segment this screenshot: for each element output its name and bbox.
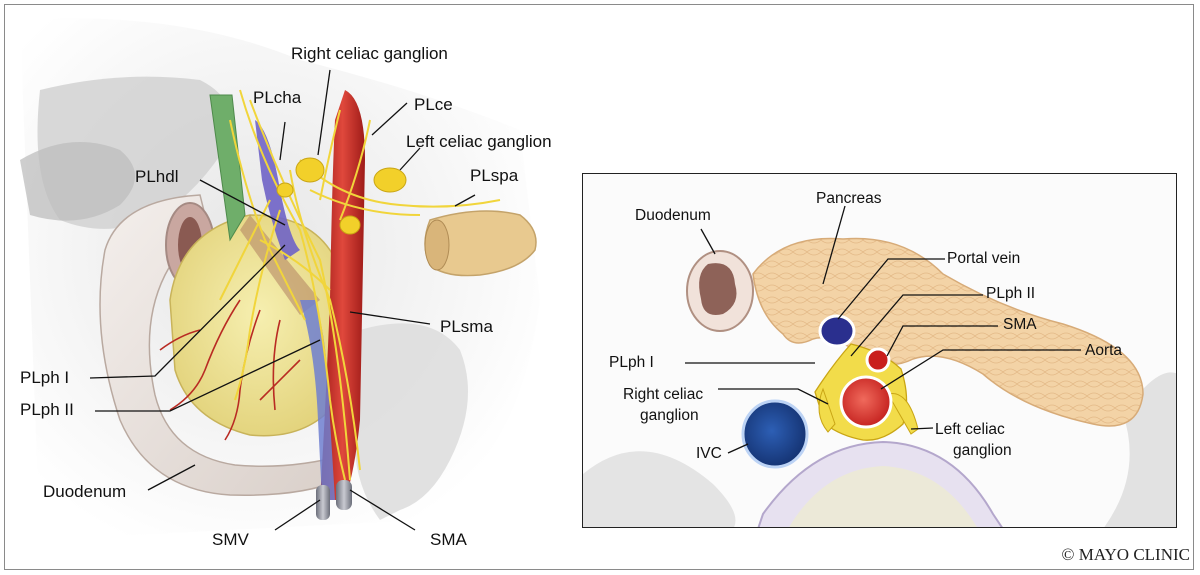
inset-label-sma: SMA — [1003, 316, 1037, 333]
label-plsma: PLsma — [440, 317, 493, 336]
inset-label-plph-1: PLph I — [609, 354, 654, 371]
inset-label-aorta: Aorta — [1085, 342, 1123, 359]
vessels — [209, 90, 365, 520]
ivc-cross — [741, 399, 809, 469]
smv-tube — [316, 485, 330, 520]
sma-cross — [865, 347, 891, 373]
inset-label-left-celiac-ganglion-2: ganglion — [953, 442, 1012, 459]
inset-label-portal-vein: Portal vein — [947, 250, 1021, 267]
label-plcha: PLcha — [253, 88, 302, 107]
aorta-shape — [320, 90, 365, 500]
copyright-notice: © MAYO CLINIC — [1061, 545, 1190, 564]
label-duodenum: Duodenum — [43, 482, 127, 501]
inset-label-right-celiac-ganglion-1: Right celiac — [623, 386, 704, 403]
smv-shape — [300, 300, 335, 500]
inset-label-pancreas: Pancreas — [816, 190, 882, 207]
label-plce: PLce — [414, 95, 453, 114]
celiac-ganglia — [276, 157, 407, 235]
label-smv: SMV — [212, 530, 249, 549]
pancreas-tail-shape — [424, 210, 537, 277]
anatomy-illustration — [20, 18, 540, 541]
intestinal-loop-shape — [354, 323, 468, 520]
inset-label-duodenum: Duodenum — [635, 207, 711, 224]
sma-tube — [336, 480, 352, 510]
gallbladder-shape — [20, 142, 135, 221]
aorta-cross — [839, 375, 893, 429]
background-tissue-left — [583, 451, 736, 527]
label-plph-1: PLph I — [20, 368, 70, 387]
figure-frame — [4, 4, 1194, 570]
inset-label-ivc: IVC — [696, 445, 722, 462]
arterial-branches — [159, 299, 301, 441]
inset-leader-lines — [685, 205, 1081, 454]
cross-section-inset: Duodenum Pancreas Portal vein PLph II SM… — [582, 173, 1177, 528]
left-leader-lines — [89, 69, 476, 531]
label-plhdl: PLhdl — [135, 167, 179, 186]
label-plph-2: PLph II — [20, 400, 74, 419]
portal-vein-cross — [818, 314, 856, 348]
vertebra-body — [789, 466, 977, 527]
label-plspa: PLspa — [470, 166, 519, 185]
label-left-celiac-ganglion: Left celiac ganglion — [406, 132, 552, 151]
inset-label-right-celiac-ganglion-2: ganglion — [640, 407, 699, 424]
inset-label-plph-2: PLph II — [986, 285, 1036, 302]
nerve-plexus — [219, 89, 501, 481]
duodenum-lumen — [699, 263, 737, 315]
label-sma: SMA — [430, 530, 467, 549]
right-ganglion-shape — [818, 387, 836, 433]
background-tissue-right — [1104, 372, 1176, 527]
label-right-celiac-ganglion: Right celiac ganglion — [291, 44, 448, 63]
cross-section-illustration — [583, 205, 1176, 527]
inset-label-left-celiac-ganglion-1: Left celiac — [935, 421, 1005, 438]
pancreas-shape — [752, 237, 1144, 427]
